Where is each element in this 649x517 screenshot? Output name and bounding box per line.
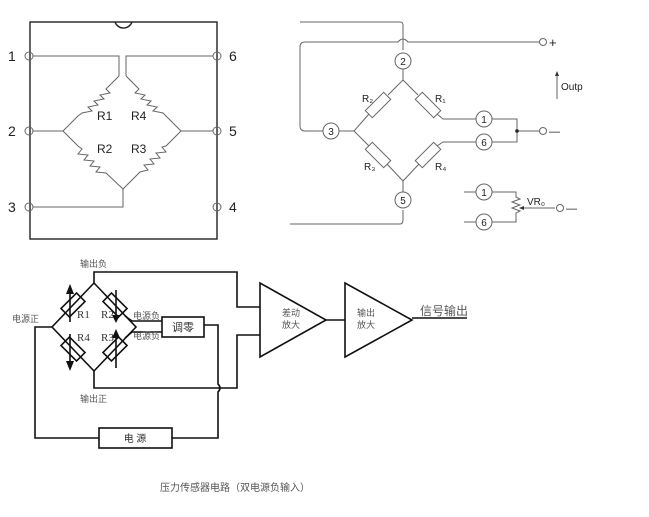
pin-2 [24,126,34,136]
r4-bottom-label: R4 [77,332,90,344]
r3-label: R3 [131,142,147,156]
pin-5-label: 5 [229,123,237,139]
r1-right-label: R₁ [435,94,446,105]
pin-1-label: 1 [8,48,16,64]
resistor-r1-bottom [59,291,87,319]
r1-bottom-label: R1 [77,309,90,321]
out-amp-label-1: 输出 [357,307,375,319]
signal-out-label: 信号输出 [420,303,468,318]
pin-1 [24,51,34,61]
ic-bridge [62,75,182,190]
pin-2-label: 2 [8,123,16,139]
vr-node-1-label: 1 [481,188,487,199]
node-3-label: 3 [328,127,334,138]
out-amp-label-2: 放大 [357,319,375,331]
pin-6-label: 6 [229,48,237,64]
zero-adjust-label: 调零 [172,321,194,334]
r3-bottom-label: R3 [101,332,114,344]
r3-right-label: R₃ [364,162,375,173]
node-1-label: 1 [481,115,487,126]
bridge-diamond [50,282,138,373]
pin-4 [212,202,222,212]
diff-amp-label-1: 差动 [282,307,300,319]
node-5-label: 5 [400,196,406,207]
ic-wires [33,55,213,208]
wire-power-pos [34,326,99,439]
node-2-label: 2 [400,57,406,68]
terminal-minus-2-label: — [566,203,577,215]
amplifier-circuit: R1 R2 R4 R3 电源负 电源负 调零 输出负 输出正 电 源 电源正 差… [12,258,468,449]
pin-3-label: 3 [8,199,16,215]
out-pos-label: 输出正 [80,393,107,405]
terminal-plus [539,38,547,46]
pin-4-label: 4 [229,199,237,215]
power-neg-label-1: 电源负 [133,310,160,322]
r4-right-label: R₄ [435,162,446,173]
r2-right-label: R₂ [362,94,373,105]
junction-dot [515,129,519,133]
resistor-r2-bottom [101,291,129,319]
trim-pot-circuit: 1 6 — VR₀ [464,183,577,231]
diff-amp-label-2: 放大 [282,319,300,331]
vr0-label: VR₀ [527,197,545,208]
r2-label: R2 [97,142,113,156]
wire-positive [305,38,540,43]
power-pos-label: 电源正 [12,313,39,325]
r1-label: R1 [97,109,113,123]
zero-adjust-box [161,316,205,338]
resistor-r1 [62,75,120,132]
output-amplifier [344,281,414,359]
bridge-schematic: 2 3 5 1 6 R₂ R₁ R₃ R₄ + [290,21,583,231]
ic-body [29,21,218,240]
resistor-r4 [125,75,182,132]
wire-out-neg [93,271,260,308]
power-neg-label-2: 电源负 [133,330,160,342]
potentiometer [492,191,522,223]
terminal-minus-label: — [549,126,560,138]
resistor-r3-bottom [101,335,129,363]
vr-node-6-label: 6 [481,218,487,229]
output-label: Outp [561,82,583,93]
figure-caption: 压力传感器电路（双电源负输入） [160,481,310,494]
resistor-r4-bottom [59,335,87,363]
ic-package-diagram: 1 2 3 4 5 6 R1 R4 R2 R3 [8,21,237,240]
diff-amplifier [259,281,328,359]
r2-bottom-label: R2 [101,309,114,321]
terminal-minus [539,127,547,135]
wire-out-pos [93,334,260,389]
r4-label: R4 [131,109,147,123]
terminal-minus-2 [556,204,564,212]
pin-3 [24,202,34,212]
out-neg-label: 输出负 [80,258,107,270]
resistor-r3 [122,130,182,190]
terminal-plus-label: + [549,35,557,50]
resistor-r2 [62,130,124,190]
ic-notch [114,21,133,29]
wire-zero-to-power [172,324,221,439]
node-6-label: 6 [481,138,487,149]
power-supply-label: 电 源 [124,432,147,445]
